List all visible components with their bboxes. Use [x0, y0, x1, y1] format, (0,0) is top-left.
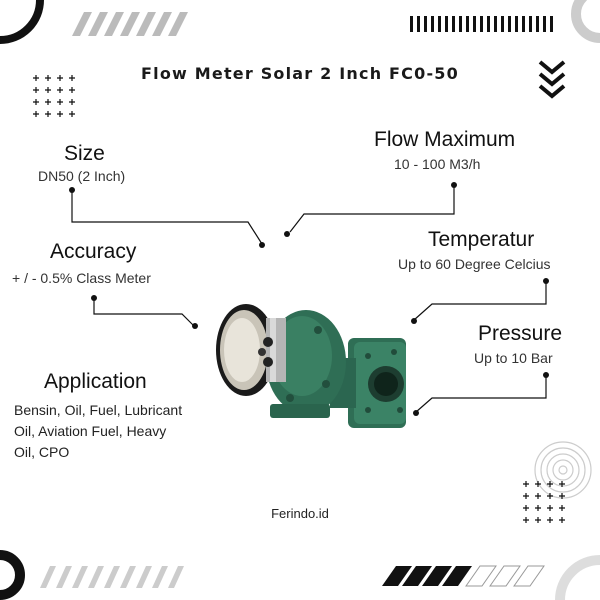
application-line: Oil, Aviation Fuel, Heavy	[14, 423, 167, 439]
plus-icon	[45, 87, 51, 93]
flow-value: 10 - 100 M3/h	[394, 156, 481, 172]
concentric-circles	[534, 441, 592, 499]
accuracy-heading: Accuracy	[50, 240, 137, 263]
plus-icon	[45, 99, 51, 105]
connector-dots	[69, 182, 549, 416]
plus-icon	[535, 505, 541, 511]
plus-icon	[69, 87, 75, 93]
plus-grid-bottom-right	[523, 481, 565, 523]
connector-pressure	[415, 376, 547, 413]
connector-accuracy	[93, 298, 195, 327]
plus-icon	[547, 517, 553, 523]
plus-icon	[57, 111, 63, 117]
plus-icon	[535, 517, 541, 523]
corner-circle-top-right	[571, 0, 600, 43]
plus-icon	[547, 505, 553, 511]
size-heading: Size	[64, 142, 105, 165]
connector-lines	[71, 186, 547, 413]
stripes-top-left	[72, 12, 188, 36]
accuracy-value: + / - 0.5% Class Meter	[12, 270, 151, 286]
stripes-bottom-right	[382, 565, 545, 587]
plus-icon	[33, 75, 39, 81]
flow-heading: Flow Maximum	[374, 128, 516, 151]
plus-icon	[547, 493, 553, 499]
corner-circle-bottom-left	[0, 550, 25, 600]
plus-icon	[69, 99, 75, 105]
temperature-heading: Temperatur	[428, 228, 535, 251]
stripes-bottom-left	[40, 566, 184, 588]
connector-size	[71, 192, 263, 245]
plus-icon	[45, 111, 51, 117]
plus-icon	[559, 517, 565, 523]
page-title: Flow Meter Solar 2 Inch FC0-50	[141, 64, 459, 83]
plus-icon	[535, 493, 541, 499]
plus-icon	[57, 99, 63, 105]
application-line: Bensin, Oil, Fuel, Lubricant	[14, 402, 183, 418]
plus-icon	[523, 517, 529, 523]
plus-icon	[69, 75, 75, 81]
plus-icon	[523, 493, 529, 499]
plus-icon	[523, 481, 529, 487]
chevrons-icon	[538, 60, 566, 99]
plus-icon	[45, 75, 51, 81]
plus-icon	[559, 481, 565, 487]
application-line: Oil, CPO	[14, 444, 70, 460]
flow-meter-image	[216, 304, 406, 428]
plus-icon	[559, 493, 565, 499]
pressure-value: Up to 10 Bar	[474, 350, 553, 366]
plus-icon	[559, 505, 565, 511]
application-heading: Application	[44, 370, 147, 393]
size-value: DN50 (2 Inch)	[38, 168, 126, 184]
application-list: Bensin, Oil, Fuel, Lubricant Oil, Aviati…	[14, 400, 224, 463]
connector-flow	[289, 186, 455, 233]
bars-top-right	[410, 16, 553, 32]
brand-credit: Ferindo.id	[271, 506, 329, 521]
plus-icon	[535, 481, 541, 487]
plus-grid-top-left	[33, 75, 75, 117]
plus-icon	[523, 505, 529, 511]
corner-circle-top-left	[0, 0, 44, 44]
connector-temperature	[413, 282, 547, 321]
plus-icon	[33, 87, 39, 93]
plus-icon	[57, 75, 63, 81]
plus-icon	[69, 111, 75, 117]
plus-icon	[547, 481, 553, 487]
plus-icon	[33, 111, 39, 117]
temperature-value: Up to 60 Degree Celcius	[398, 256, 551, 272]
pressure-heading: Pressure	[478, 322, 563, 345]
plus-icon	[33, 99, 39, 105]
corner-arc-bottom-right	[555, 555, 600, 600]
plus-icon	[57, 87, 63, 93]
